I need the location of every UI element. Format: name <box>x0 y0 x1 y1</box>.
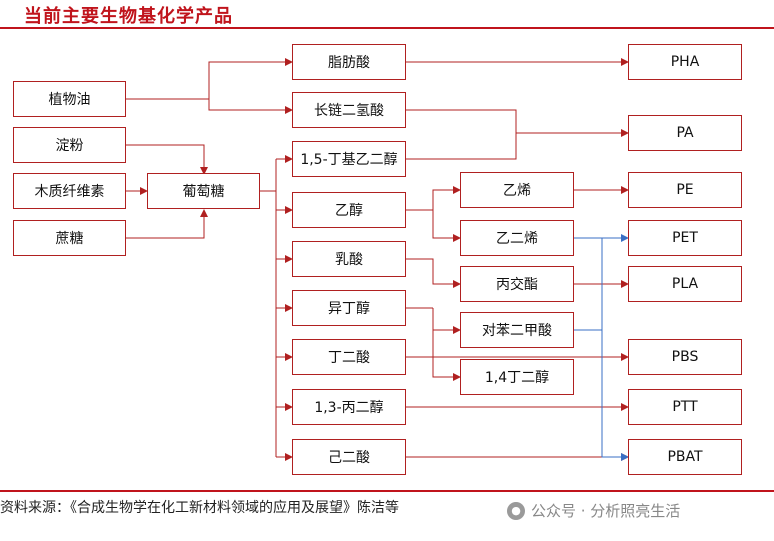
wechat-icon: ● <box>507 501 525 520</box>
product-pet: PET <box>628 220 742 256</box>
intermediate-long-chain-diacid: 长链二氢酸 <box>292 92 406 128</box>
title-divider <box>0 27 774 29</box>
product-pbs: PBS <box>628 339 742 375</box>
monomer-ethylene-diene: 乙二烯 <box>460 220 574 256</box>
monomer-lactide: 丙交酯 <box>460 266 574 302</box>
intermediate-succinic-acid: 丁二酸 <box>292 339 406 375</box>
intermediate-fatty-acid: 脂肪酸 <box>292 44 406 80</box>
intermediate-adipic-acid: 己二酸 <box>292 439 406 475</box>
monomer-ethylene: 乙烯 <box>460 172 574 208</box>
product-pla: PLA <box>628 266 742 302</box>
intermediate-1-5-diol: 1,5-丁基乙二醇 <box>292 141 406 177</box>
source-note: 资料来源：《合成生物学在化工新材料领域的应用及展望》陈洁等 <box>0 500 399 516</box>
raw-material-sucrose: 蔗糖 <box>13 220 126 256</box>
intermediate-isobutanol: 异丁醇 <box>292 290 406 326</box>
product-pha: PHA <box>628 44 742 80</box>
monomer-1-4-butanediol: 1,4丁二醇 <box>460 359 574 395</box>
raw-material-lignocellulose: 木质纤维素 <box>13 173 126 209</box>
raw-material-starch: 淀粉 <box>13 127 126 163</box>
intermediate-lactic-acid: 乳酸 <box>292 241 406 277</box>
product-ptt: PTT <box>628 389 742 425</box>
watermark-text: 公众号 · 分析照亮生活 <box>531 502 681 520</box>
product-pa: PA <box>628 115 742 151</box>
watermark: ● 公众号 · 分析照亮生活 <box>507 500 680 521</box>
page-title: 当前主要生物基化学产品 <box>24 6 233 27</box>
product-pe: PE <box>628 172 742 208</box>
intermediate-1-3-propanediol: 1,3-丙二醇 <box>292 389 406 425</box>
monomer-terephthalic-acid: 对苯二甲酸 <box>460 312 574 348</box>
footer-divider <box>0 490 774 492</box>
product-pbat: PBAT <box>628 439 742 475</box>
intermediate-ethanol: 乙醇 <box>292 192 406 228</box>
raw-material-vegetable-oil: 植物油 <box>13 81 126 117</box>
glucose-node: 葡萄糖 <box>147 173 260 209</box>
